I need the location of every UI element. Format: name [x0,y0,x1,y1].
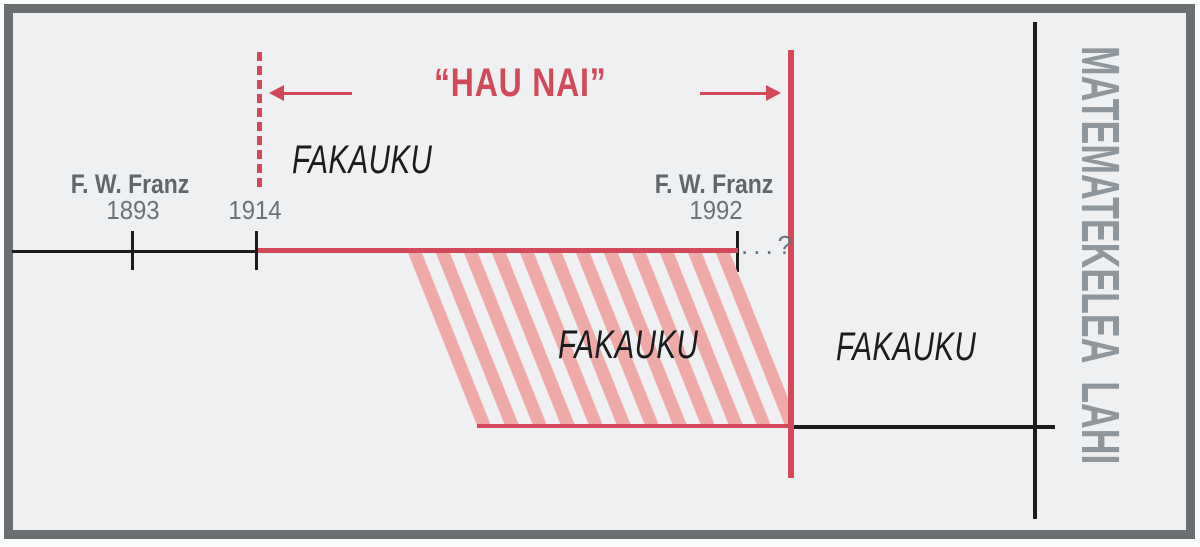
side-vertical-label: MATEMATEKELEA LAHI [1070,46,1130,465]
quote-title: “HAU NAI” [434,61,607,105]
left-arrowhead [269,85,284,101]
red-bottom-line [477,424,791,428]
tick-1914 [255,231,258,270]
right-arrow-shaft [700,92,767,95]
main-timeline [12,250,259,253]
black-bottom-line [794,425,1055,429]
dashed-1914-line [257,52,262,192]
person-right-year: 1992 [689,195,743,225]
tick-1893 [131,231,134,270]
year-1914-label: 1914 [228,195,282,225]
era-label-right: FAKAUKU [836,325,977,369]
left-arrow-shaft [283,92,352,95]
era-label-top: FAKAUKU [292,138,433,182]
red-period-line [258,248,738,253]
person-left-year: 1893 [106,195,160,225]
red-vertical-line [788,50,794,478]
continuation-ellipsis: ...? [741,230,798,260]
right-vertical-line [1033,22,1037,519]
era-label-hatched: FAKAUKU [558,323,699,367]
right-arrowhead [766,85,781,101]
person-right-name: F. W. Franz [654,169,774,199]
person-left-name: F. W. Franz [70,169,190,199]
